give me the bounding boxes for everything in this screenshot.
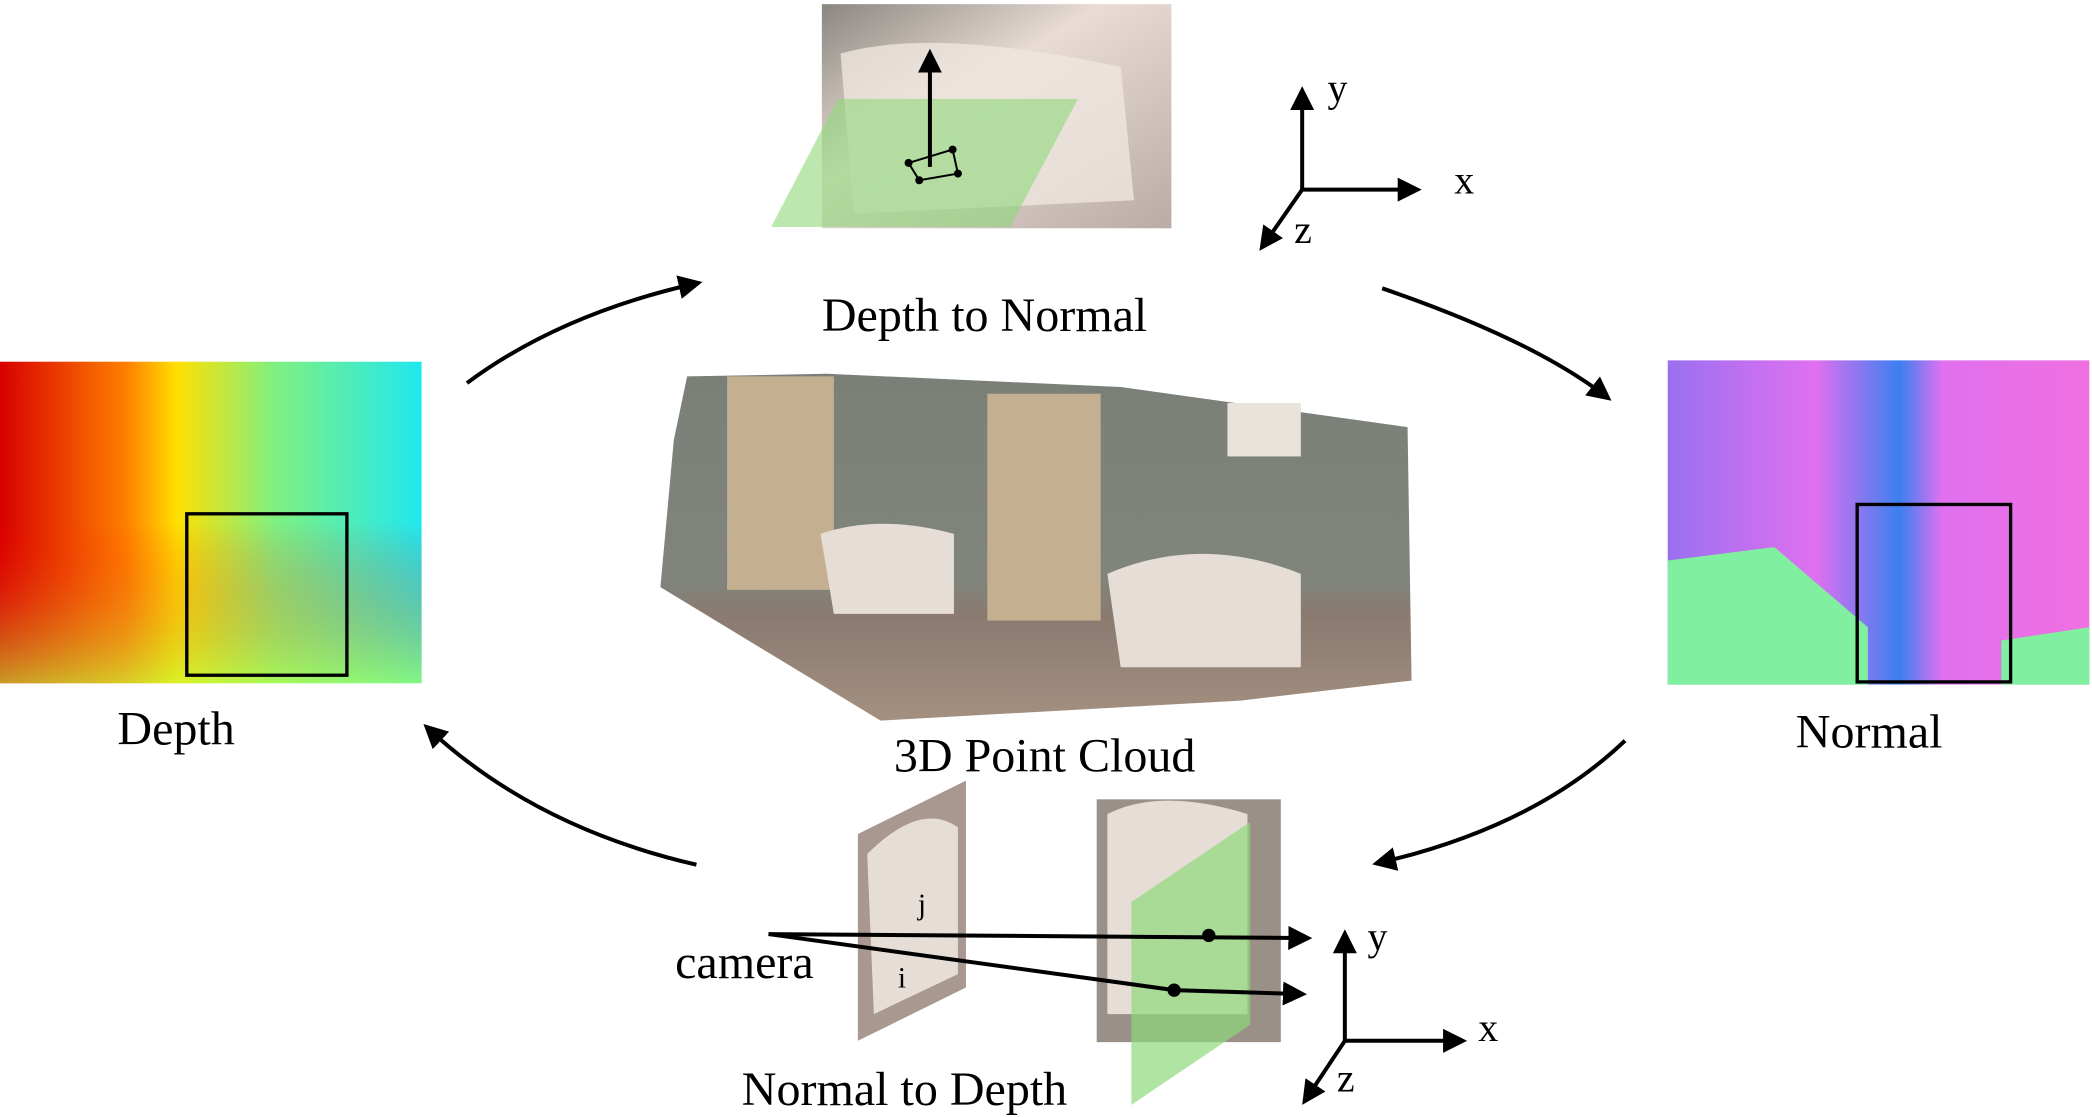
axes-top [1259, 86, 1422, 251]
axis-x-label: x [1454, 158, 1474, 203]
tangent-plane [771, 98, 1079, 227]
camera-label: camera [675, 936, 814, 989]
pixel-j-label: j [917, 889, 926, 921]
depth-to-normal-label: Depth to Normal [822, 289, 1147, 342]
highlight-box [1855, 502, 2013, 684]
axis-x-label: x [1478, 1005, 1498, 1050]
axis-y-label: y [1368, 914, 1388, 959]
pixel-i-label: i [898, 962, 906, 994]
tangent-plane [1131, 822, 1251, 1105]
arrow-depth-to-top [465, 275, 703, 385]
depth-label: Depth [117, 703, 234, 756]
arrow-bottom-to-depth [423, 723, 697, 867]
camera-rays [768, 925, 1313, 1006]
normal-to-depth-label: Normal to Depth [742, 1063, 1067, 1116]
arrow-normal-to-bottom [1372, 739, 1627, 871]
point-cloud-label: 3D Point Cloud [894, 729, 1195, 782]
axis-z-label: z [1337, 1056, 1355, 1101]
normal-label: Normal [1796, 705, 1943, 758]
axes-bottom [1302, 929, 1468, 1105]
arrow-top-to-normal [1381, 286, 1612, 401]
point-cloud-image [660, 373, 1412, 721]
normal-to-depth-image [857, 780, 1281, 1105]
cycle-arrows [423, 275, 1627, 871]
depth-to-normal-image [771, 4, 1172, 229]
depth-image [0, 361, 422, 684]
axis-z-label: z [1294, 207, 1312, 252]
axis-y-label: y [1328, 66, 1348, 111]
normal-image [1667, 360, 2090, 685]
highlight-box [185, 512, 349, 677]
